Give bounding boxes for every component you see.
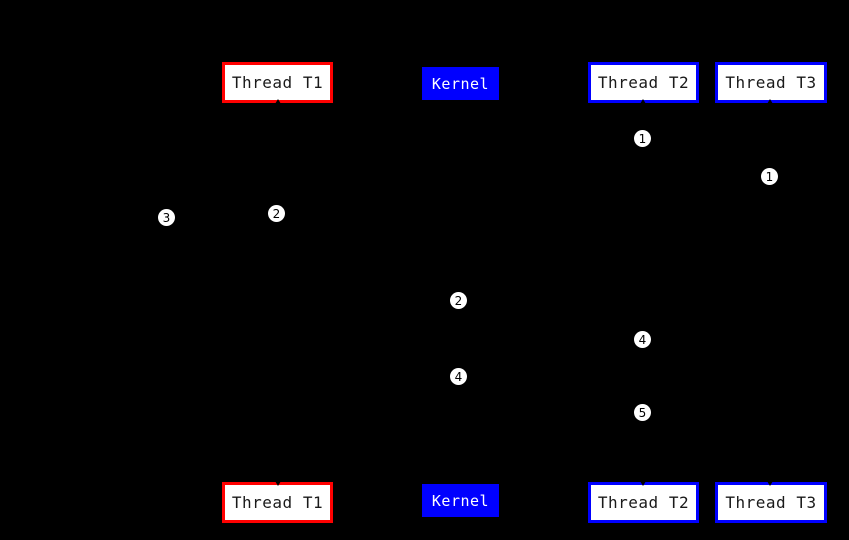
lifeline-tick-t3-top — [767, 99, 773, 104]
step-marker-1-thread-t2: 1 — [634, 130, 651, 147]
lifeline-tick-t2-bottom — [640, 481, 646, 486]
node-label: Thread T3 — [725, 493, 817, 512]
node-thread-t2-top: Thread T2 — [588, 62, 699, 103]
lifeline-tick-t2-top — [640, 99, 646, 104]
node-kernel-bottom: Kernel — [422, 484, 499, 517]
lifeline-tick-t1-bottom — [275, 481, 281, 486]
step-marker-label: 4 — [454, 369, 463, 384]
step-marker-label: 5 — [638, 405, 647, 420]
node-label: Kernel — [431, 491, 490, 510]
node-thread-t1-top: Thread T1 — [222, 62, 333, 103]
node-thread-t3-top: Thread T3 — [715, 62, 827, 103]
step-marker-2-kernel: 2 — [450, 292, 467, 309]
lifeline-tick-t3-bottom — [767, 481, 773, 486]
node-label: Thread T1 — [231, 73, 324, 92]
node-label: Thread T2 — [597, 493, 690, 512]
node-label: Thread T1 — [231, 493, 324, 512]
step-marker-4-thread-t2: 4 — [634, 331, 651, 348]
node-label: Kernel — [431, 74, 490, 93]
step-marker-label: 4 — [638, 332, 647, 347]
step-marker-label: 2 — [272, 206, 281, 221]
step-marker-label: 1 — [765, 169, 774, 184]
node-label: Thread T3 — [725, 73, 817, 92]
step-marker-label: 1 — [638, 131, 647, 146]
node-thread-t1-bottom: Thread T1 — [222, 482, 333, 523]
step-marker-2-thread-t1: 2 — [268, 205, 285, 222]
step-marker-label: 2 — [454, 293, 463, 308]
node-thread-t2-bottom: Thread T2 — [588, 482, 699, 523]
step-marker-3-left: 3 — [158, 209, 175, 226]
node-kernel-top: Kernel — [422, 67, 499, 100]
step-marker-4-kernel: 4 — [450, 368, 467, 385]
node-label: Thread T2 — [597, 73, 690, 92]
step-marker-1-thread-t3: 1 — [761, 168, 778, 185]
step-marker-5-thread-t2: 5 — [634, 404, 651, 421]
node-thread-t3-bottom: Thread T3 — [715, 482, 827, 523]
step-marker-label: 3 — [162, 210, 171, 225]
lifeline-tick-t1-top — [275, 99, 281, 104]
